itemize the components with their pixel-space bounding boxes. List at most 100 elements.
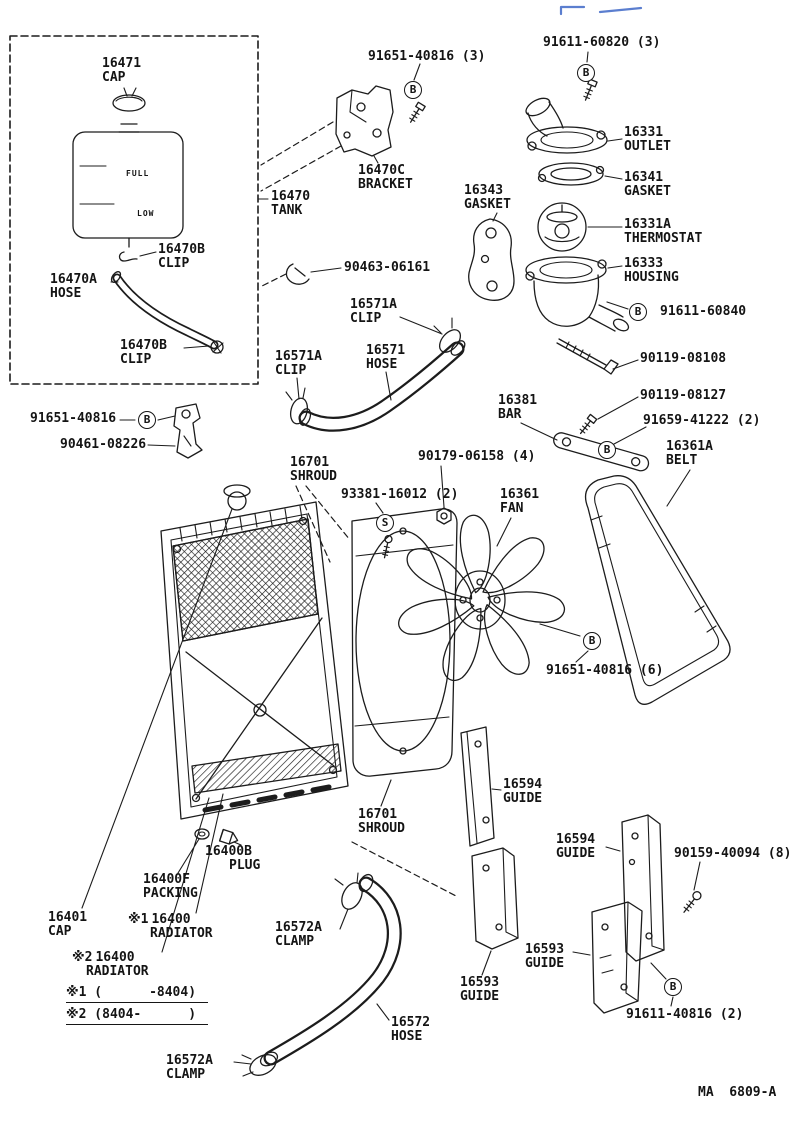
part-number: 16331 (624, 125, 664, 140)
clip-90463-art (285, 263, 310, 285)
part-name: PLUG (229, 858, 261, 873)
fastener-symbol-B: B (583, 632, 601, 650)
bracket-90461-art (173, 403, 203, 459)
part-name: SHROUD (290, 469, 337, 484)
application-note-2: ※2 (8404- ) (66, 1008, 208, 1025)
part-label-91611-40816-2: 91611-40816 (2) (626, 1008, 743, 1022)
part-number: 16471 (102, 56, 142, 71)
part-number: 16361A (666, 439, 713, 454)
part-number: 16470B (120, 338, 167, 353)
plug-packing-art (194, 828, 239, 845)
part-number: 16571A (350, 297, 397, 312)
part-name: THERMOSTAT (624, 231, 703, 246)
part-number: 90179-06158 (4) (418, 449, 536, 464)
part-number: 16470C (358, 163, 405, 178)
part-name: TANK (271, 203, 303, 218)
part-number: 90119-08127 (640, 388, 727, 403)
low-mark: LOW (137, 209, 154, 218)
part-number: 91611-60820 (3) (543, 35, 661, 50)
part-number: 16401 (48, 910, 88, 925)
part-name: PACKING (143, 886, 198, 901)
part-number: 16331A (624, 217, 671, 232)
part-number: 91659-41222 (2) (643, 413, 761, 428)
bolt-91651-top (409, 101, 426, 123)
part-number: 16470A (50, 272, 97, 287)
fastener-symbol-B: B (404, 81, 422, 99)
part-number: 90461-08226 (60, 437, 147, 452)
part-number: 16343 (464, 183, 504, 198)
part-name: RADIATOR (86, 964, 149, 979)
part-name: CLIP (120, 352, 152, 367)
part-label-91659-41222-2: 91659-41222 (2) (643, 414, 760, 428)
part-name: GUIDE (503, 791, 543, 806)
part-label-93381-16012-2: 93381-16012 (2) (341, 488, 458, 502)
upper-hose-16571-art (285, 317, 466, 432)
lower-hose-16572-art (241, 872, 402, 1077)
fan-16361-art (398, 514, 565, 682)
part-number: 16701 (290, 455, 330, 470)
part-name: HOSE (366, 357, 398, 372)
part-name: HOSE (50, 286, 82, 301)
part-number: 16572A (275, 920, 322, 935)
housing-16333-art (525, 256, 630, 332)
part-number: 16470B (158, 242, 205, 257)
part-label-90119-08127: 90119-08127 (640, 389, 726, 403)
application-note-1: ※1 ( -8404) (66, 986, 208, 1003)
part-label-91651-40816: 91651-40816 (30, 412, 116, 426)
fastener-symbol-B: B (138, 411, 156, 429)
part-name: HOUSING (624, 270, 679, 285)
bolt-glyphs (382, 78, 702, 913)
part-number: 93381-16012 (2) (341, 487, 459, 502)
part-label-90159-40094-8: 90159-40094 (8) (674, 847, 791, 861)
part-number: 16341 (624, 170, 664, 185)
part-name: CLIP (158, 256, 190, 271)
gasket-16343-art (468, 218, 515, 301)
note-text: ※2 (8404- ) (66, 1007, 197, 1022)
part-label-90119-08108: 90119-08108 (640, 352, 726, 366)
part-number: 16571A (275, 349, 322, 364)
ref-mark: ※2 (72, 950, 93, 965)
fastener-symbol-B: B (664, 978, 682, 996)
part-name: RADIATOR (150, 926, 213, 941)
bracket-16470c-art (335, 85, 394, 157)
part-label-90461-08226: 90461-08226 (60, 438, 146, 452)
part-name: GASKET (464, 197, 511, 212)
part-number: 91611-60840 (660, 304, 747, 319)
part-label-91611-60840: 91611-60840 (660, 305, 746, 319)
part-name: GASKET (624, 184, 671, 199)
part-number: 91651-40816 (3) (368, 49, 486, 64)
guide-16593-right-art (591, 901, 643, 1014)
fastener-symbol-B: B (629, 303, 647, 321)
part-name: GUIDE (460, 989, 500, 1004)
part-number: 91611-40816 (2) (626, 1007, 744, 1022)
part-number: 16381 (498, 393, 538, 408)
part-number: 16572A (166, 1053, 213, 1068)
part-name: BELT (666, 453, 698, 468)
part-number: 16594 (556, 832, 596, 847)
part-name: SHROUD (358, 821, 405, 836)
water-outlet-art (525, 97, 608, 154)
part-number: 16400B (205, 844, 252, 859)
fastener-symbol-B: B (598, 441, 616, 459)
